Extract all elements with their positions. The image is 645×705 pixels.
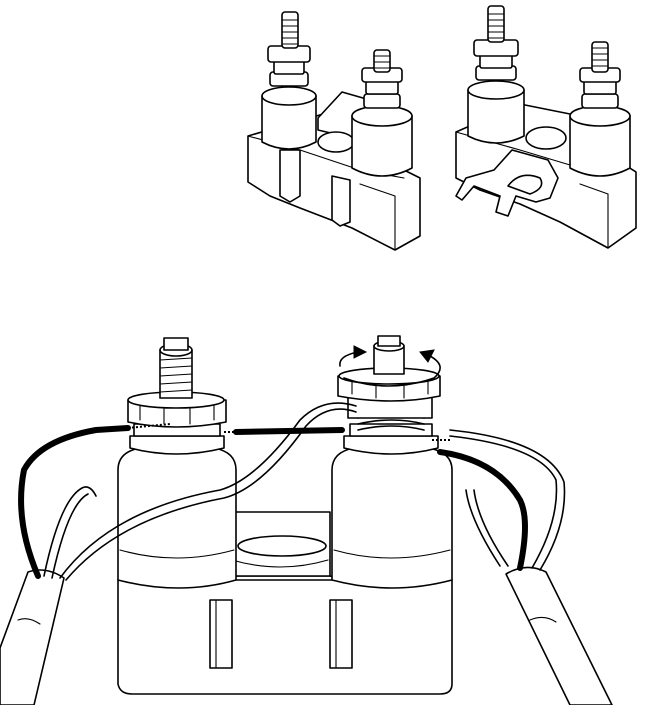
slot-right	[329, 599, 353, 669]
wire-black-center	[233, 427, 345, 435]
slot-left	[209, 599, 233, 669]
wire-black-right	[437, 449, 528, 571]
cable-left	[0, 486, 97, 705]
post-right	[337, 335, 441, 455]
terminal-post-left-b	[351, 49, 413, 177]
wiring-detail	[0, 335, 613, 705]
terminal-post-left-a	[261, 11, 317, 150]
post-left	[127, 337, 227, 455]
wire-white-long	[59, 402, 357, 579]
cable-right	[437, 429, 613, 705]
wire-white-right	[449, 435, 558, 569]
insulator-right	[331, 447, 453, 589]
fork-lug	[455, 149, 559, 217]
terminal-post-right-b	[569, 41, 631, 177]
center-recess	[237, 535, 327, 557]
terminal-block-left	[247, 11, 421, 251]
insulator-left	[117, 447, 237, 589]
terminal-post-right-a	[467, 5, 525, 144]
terminal-block-right	[455, 5, 637, 249]
wire-black-left	[18, 425, 131, 579]
terminal-block-base	[117, 579, 453, 695]
rotation-arrow-icon	[339, 345, 441, 387]
